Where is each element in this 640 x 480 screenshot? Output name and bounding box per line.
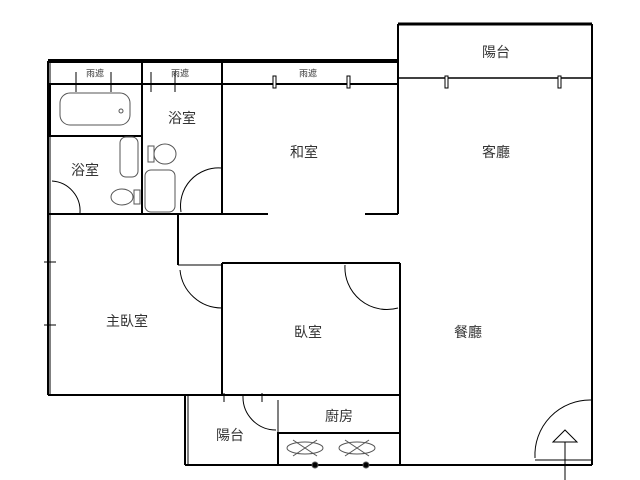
dining-room-label: 餐廳 (454, 325, 482, 341)
canopy-label: 雨遮 (85, 69, 105, 80)
balcony-label: 陽台 (482, 45, 510, 61)
japanese-room-label: 和室 (290, 145, 318, 161)
toilet-icon (110, 188, 134, 206)
canopy-label: 雨遮 (170, 69, 190, 80)
toilet-icon (147, 145, 155, 163)
canopy-label: 雨遮 (298, 69, 318, 80)
bedroom-label: 臥室 (294, 325, 322, 341)
sink-icon (144, 169, 176, 213)
kitchen-label: 廚房 (325, 409, 353, 425)
door-swings (51, 167, 592, 480)
stove-icon (286, 439, 376, 469)
sink-icon (119, 136, 139, 178)
bathroom-label: 浴室 (71, 163, 99, 179)
bathtub-icon (59, 92, 131, 126)
walls (47, 22, 593, 466)
window-marks (44, 72, 562, 402)
balcony-label: 陽台 (216, 428, 244, 444)
master-bedroom-label: 主臥室 (106, 314, 148, 330)
fixtures (59, 92, 376, 469)
bathroom-label: 浴室 (168, 111, 196, 127)
living-room-label: 客廳 (482, 145, 510, 161)
